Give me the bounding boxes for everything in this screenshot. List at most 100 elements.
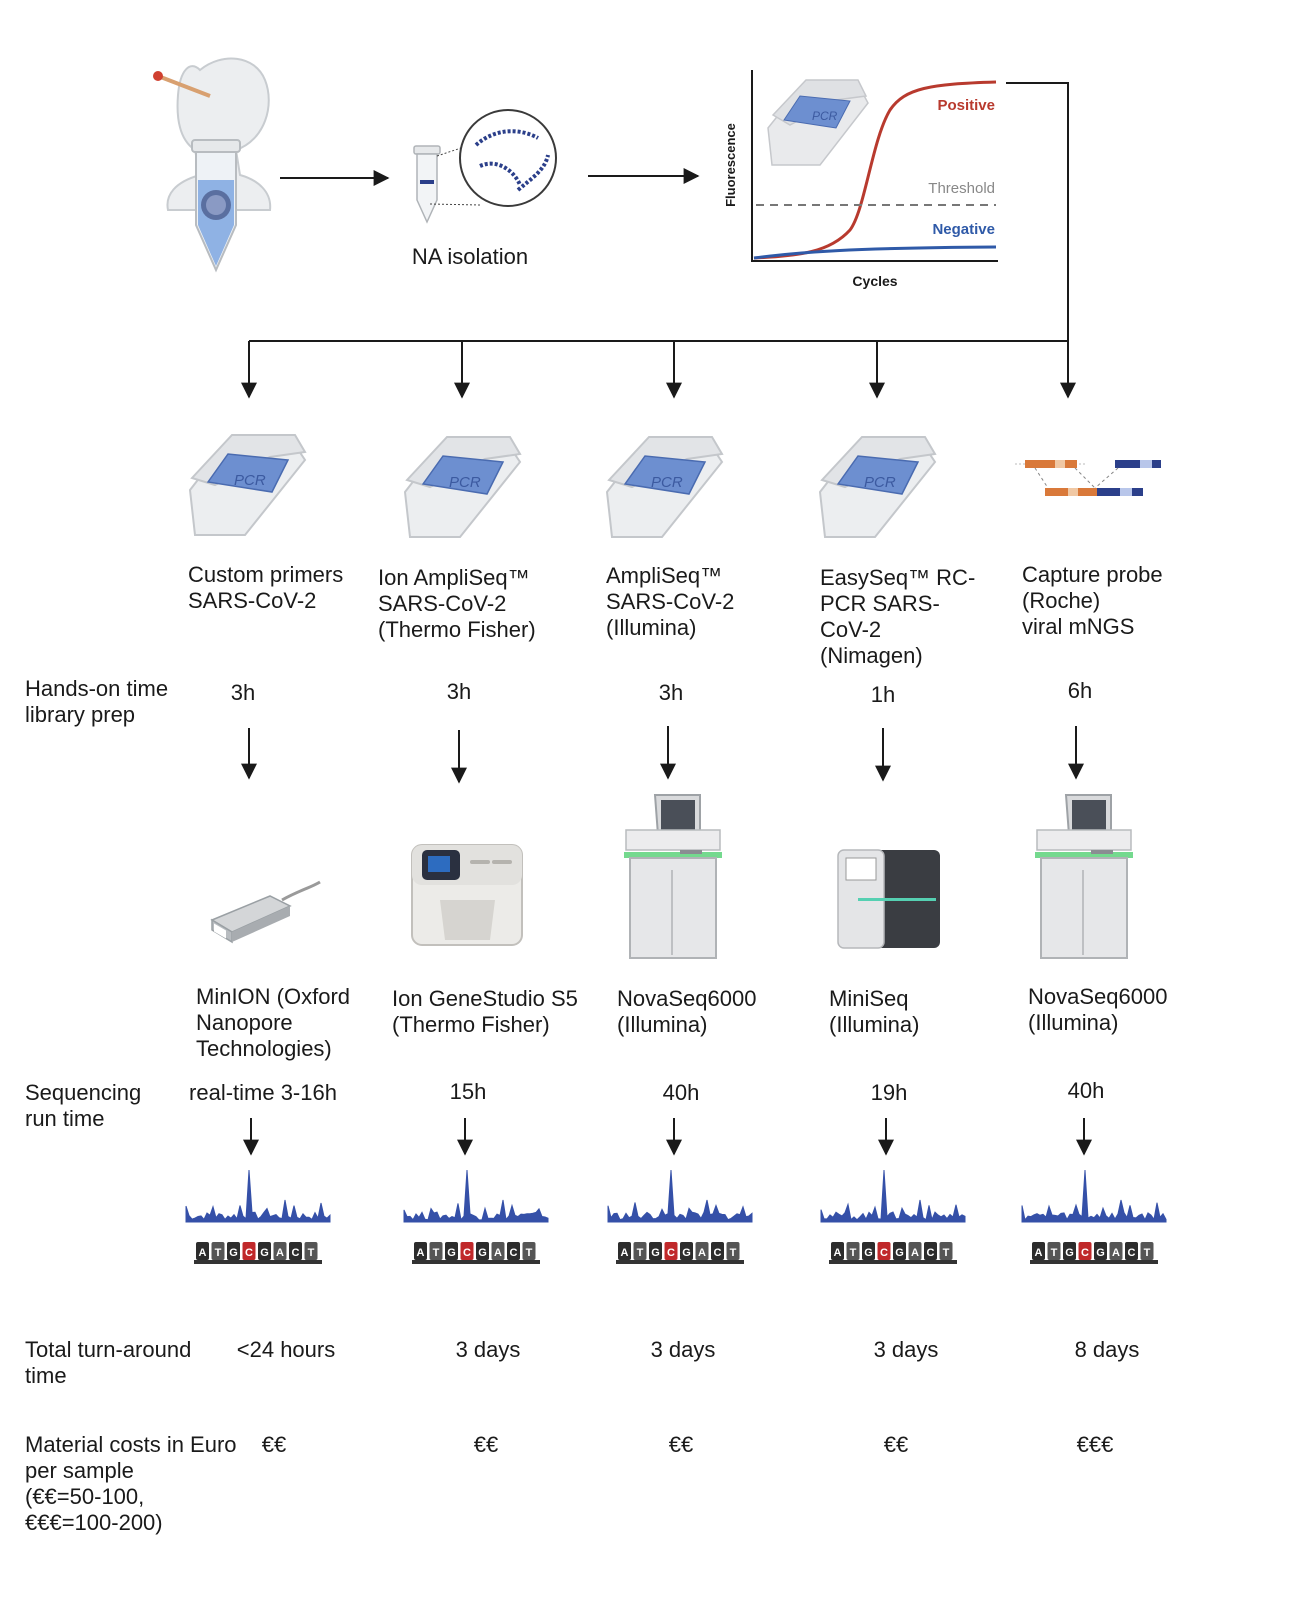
base-block [1094,1242,1107,1260]
base-block [618,1242,631,1260]
base-letter: C [880,1247,888,1259]
pcr-machine-icon: PCR [403,436,522,538]
base-block [414,1242,427,1260]
run-time-value: 15h [449,1079,487,1104]
coverage-plot [607,1169,753,1223]
row-header-sequencing: Sequencing run time [25,1080,142,1131]
run-time-value: 19h [870,1080,908,1105]
base-letter: C [714,1247,722,1259]
base-block [893,1242,906,1260]
hands-on-value: 3h [446,679,472,704]
base-block [1032,1242,1045,1260]
base-letter: G [651,1247,660,1259]
ion-genestudio-s5-icon [411,844,523,946]
base-letter: A [199,1247,207,1259]
sequence-strip-base [1030,1260,1158,1264]
base-block [649,1242,662,1260]
sequence-strip-base [194,1260,322,1264]
base-letter: G [478,1247,487,1259]
library-kit-label: Ion AmpliSeq™ SARS-CoV-2 (Thermo Fisher) [378,565,536,642]
row-header-costs: Material costs in Euro per sample (€€=50… [25,1432,237,1535]
base-block [1140,1242,1154,1260]
base-letter: T [308,1247,315,1259]
base-letter: G [1065,1247,1074,1259]
threshold-label: Threshold [928,180,995,197]
base-letter: T [526,1247,533,1259]
base-block [211,1242,225,1260]
y-axis-label: Fluorescence [723,123,738,207]
base-letter: G [682,1247,691,1259]
base-block [695,1242,709,1260]
sequencers [210,794,1133,959]
base-block [1109,1242,1123,1260]
turnaround-value: <24 hours [236,1337,336,1362]
base-letter: A [911,1247,919,1259]
base-letter: A [494,1247,502,1259]
base-block [491,1242,505,1260]
base-letter: A [276,1247,284,1259]
base-block [304,1242,318,1260]
base-letter: T [850,1247,857,1259]
base-block [1047,1242,1061,1260]
base-letter: T [730,1247,737,1259]
negative-label: Negative [932,221,995,238]
base-letter: T [1051,1247,1058,1259]
base-block [1078,1242,1092,1260]
cost-value: €€ [883,1432,909,1457]
pcr-machine-icon: PCR [818,436,937,538]
novaseq6000-device-icon [1035,794,1133,959]
library-kit-label: EasySeq™ RC- PCR SARS- CoV-2 (Nimagen) [820,565,976,668]
base-letter: T [1144,1247,1151,1259]
base-letter: C [1128,1247,1136,1259]
base-letter: A [1112,1247,1120,1259]
sequence-strip-base [412,1260,540,1264]
sequencer-label: Ion GeneStudio S5 (Thermo Fisher) [392,986,578,1037]
base-block [711,1242,724,1260]
base-block [522,1242,536,1260]
base-letter: C [667,1247,675,1259]
cost-value: €€ [473,1432,499,1457]
base-block [908,1242,922,1260]
base-letter: T [215,1247,222,1259]
base-block [476,1242,489,1260]
base-letter: C [245,1247,253,1259]
base-block [445,1242,458,1260]
base-block [877,1242,891,1260]
base-letter: T [433,1247,440,1259]
base-letter: C [463,1247,471,1259]
base-letter: T [637,1247,644,1259]
pcr-device-label: PCR [449,474,481,491]
base-letter: G [864,1247,873,1259]
sample-tube-icon [191,139,241,273]
base-block [726,1242,740,1260]
base-letter: C [510,1247,518,1259]
pcr-machine-icon: PCR [767,79,869,166]
sequencer-label: MiniSeq (Illumina) [829,986,920,1037]
miniseq-device-icon [837,849,940,949]
run-time-value: 40h [662,1080,700,1105]
base-block [664,1242,678,1260]
base-block [289,1242,302,1260]
base-block [196,1242,209,1260]
cost-value: €€ [668,1432,694,1457]
base-letter: A [621,1247,629,1259]
base-letter: A [1035,1247,1043,1259]
turnaround-value: 3 days [873,1337,939,1362]
library-kit-label: Capture probe (Roche) viral mNGS [1022,562,1163,639]
qpcr-amplification-chart: PCR Positive Threshold Negative Cycles F… [723,70,998,289]
base-block [862,1242,875,1260]
base-block [258,1242,271,1260]
coverage-plot [1021,1169,1167,1223]
base-letter: G [1096,1247,1105,1259]
base-letter: C [1081,1247,1089,1259]
top-workflow-graphic: PCR Positive Threshold Negative Cycles F… [153,57,1076,399]
library-kit-label: Custom primers SARS-CoV-2 [188,562,344,613]
positive-label: Positive [937,97,995,114]
na-isolation-label: NA isolation [411,244,529,269]
pcr-device-label: PCR [864,474,896,491]
minion-device-icon [210,880,321,944]
library-prep-devices: PCR PCR PCR PCR [188,434,1161,538]
base-letter: A [834,1247,842,1259]
sequencer-label: NovaSeq6000 (Illumina) [617,986,757,1037]
